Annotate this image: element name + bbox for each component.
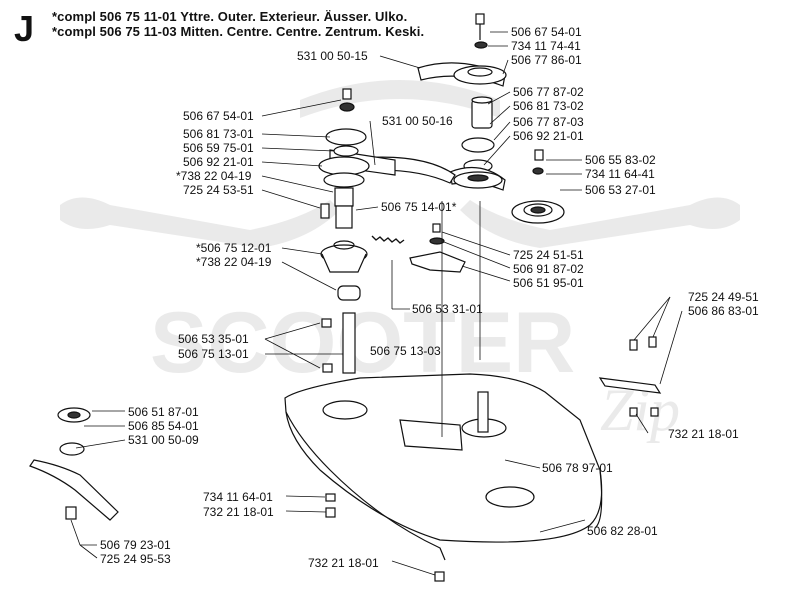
part-label: 506 85 54-01 bbox=[128, 419, 199, 433]
part-label: 506 92 21-01 bbox=[513, 129, 584, 143]
part-label: 506 78 97-01 bbox=[542, 461, 613, 475]
part-label: 506 77 86-01 bbox=[511, 53, 582, 67]
part-label: 506 77 87-02 bbox=[513, 85, 584, 99]
part-label: 506 67 54-01 bbox=[511, 25, 582, 39]
leader-lines bbox=[70, 31, 683, 576]
part-label: 506 75 14-01* bbox=[381, 200, 457, 214]
part-label: 506 53 35-01 bbox=[178, 332, 249, 346]
part-label: 506 67 54-01 bbox=[183, 109, 254, 123]
part-label: *738 22 04-19 bbox=[196, 255, 272, 269]
part-label: 725 24 95-53 bbox=[100, 552, 171, 566]
part-label: 506 75 13-01 bbox=[178, 347, 249, 361]
part-label: 531 00 50-09 bbox=[128, 433, 199, 447]
center-right-pulley bbox=[449, 137, 506, 191]
part-label: 506 53 31-01 bbox=[412, 302, 483, 316]
part-label: 506 51 87-01 bbox=[128, 405, 199, 419]
part-label: *506 75 12-01 bbox=[196, 241, 272, 255]
blade-assembly bbox=[29, 407, 119, 521]
part-label: 734 11 74-41 bbox=[511, 39, 581, 53]
part-label: 506 55 83-02 bbox=[585, 153, 656, 167]
part-label: 506 82 28-01 bbox=[587, 524, 658, 538]
mounting-strap bbox=[342, 312, 356, 374]
deck-bracket bbox=[598, 336, 662, 417]
top-right-pulley bbox=[417, 13, 507, 87]
left-pulley-stack bbox=[318, 88, 370, 229]
part-label: 506 91 87-02 bbox=[513, 262, 584, 276]
part-label: 506 92 21-01 bbox=[183, 155, 254, 169]
part-label: 506 77 87-03 bbox=[513, 115, 584, 129]
part-label: 531 00 50-15 bbox=[297, 49, 368, 63]
section-letter: J bbox=[14, 8, 35, 49]
part-label: 732 21 18-01 bbox=[668, 427, 739, 441]
header-line-2: *compl 506 75 11-03 Mitten. Centre. Cent… bbox=[52, 24, 425, 39]
part-label: 725 24 49-51 bbox=[688, 290, 759, 304]
part-label: 506 51 95-01 bbox=[513, 276, 584, 290]
spacer-sleeve bbox=[471, 96, 493, 129]
watermark-logo: SCOOTER Zip bbox=[60, 80, 740, 443]
part-label: 732 21 18-01 bbox=[203, 505, 274, 519]
part-label: 506 53 27-01 bbox=[585, 183, 656, 197]
part-label: *738 22 04-19 bbox=[176, 169, 252, 183]
part-label: 506 79 23-01 bbox=[100, 538, 171, 552]
header-line-1: *compl 506 75 11-01 Yttre. Outer. Exteri… bbox=[52, 9, 408, 24]
part-label: 506 81 73-01 bbox=[183, 127, 254, 141]
part-label: 732 21 18-01 bbox=[308, 556, 379, 570]
part-label: 734 11 64-41 bbox=[585, 167, 655, 181]
tension-spring bbox=[371, 235, 405, 244]
part-label: 506 75 13-03 bbox=[370, 344, 441, 358]
part-label: 734 11 64-01 bbox=[203, 490, 273, 504]
watermark-text: SCOOTER bbox=[150, 295, 575, 391]
part-label: 506 81 73-02 bbox=[513, 99, 584, 113]
part-label: 725 24 53-51 bbox=[183, 183, 254, 197]
part-label: 506 86 83-01 bbox=[688, 304, 759, 318]
idler-arm bbox=[409, 251, 466, 273]
part-label: 725 24 51-51 bbox=[513, 248, 584, 262]
part-label: 506 59 75-01 bbox=[183, 141, 254, 155]
part-label: 531 00 50-16 bbox=[382, 114, 453, 128]
spindle-housing bbox=[320, 240, 368, 301]
right-pulley bbox=[511, 149, 565, 224]
